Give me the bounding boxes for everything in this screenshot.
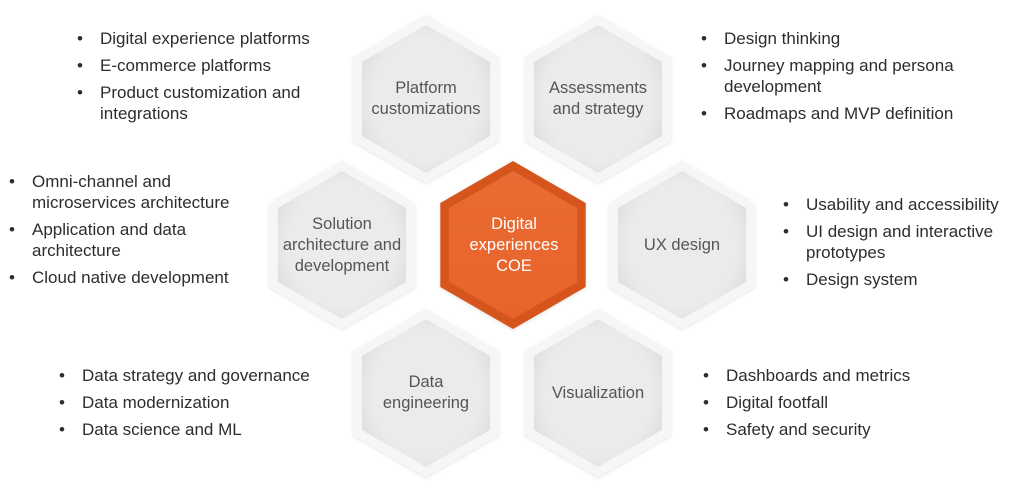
bullet-item: UI design and interactive prototypes (782, 221, 1022, 263)
bullet-item: Product customization and integrations (76, 82, 336, 124)
hex-visualization (533, 319, 663, 467)
hex-ux (617, 171, 747, 319)
bullet-item: Data strategy and governance (58, 365, 338, 386)
bullet-item: Journey mapping and persona development (700, 55, 980, 97)
hex-label-center: Digital experiences COE (469, 214, 559, 275)
bullet-item: Data science and ML (58, 419, 338, 440)
hex-label-data: Data engineering (382, 373, 470, 412)
bullet-item: Digital experience platforms (76, 28, 336, 49)
bullet-item: Safety and security (702, 419, 982, 440)
bullet-item: Data modernization (58, 392, 338, 413)
bullet-item: Usability and accessibility (782, 194, 1022, 215)
hex-center (448, 171, 578, 319)
bullet-item: Roadmaps and MVP definition (700, 103, 980, 124)
bullet-item: E-commerce platforms (76, 55, 336, 76)
bullet-item: Design system (782, 269, 1022, 290)
bullets-platform: Digital experience platforms E-commerce … (76, 28, 336, 130)
bullet-item: Cloud native development (8, 267, 256, 288)
hex-label-visualization: Visualization (551, 383, 645, 402)
bullet-item: Omni-channel and microservices architect… (8, 171, 256, 213)
bullet-item: Design thinking (700, 28, 980, 49)
hex-data (361, 319, 491, 467)
hex-label-assessments: Assessments and strategy (548, 79, 648, 118)
bullet-item: Dashboards and metrics (702, 365, 982, 386)
hex-platform (361, 25, 491, 173)
bullets-solution: Omni-channel and microservices architect… (8, 171, 256, 294)
hex-solution (277, 171, 407, 319)
bullet-item: Application and data architecture (8, 219, 256, 261)
hex-label-platform: Platform customizations (371, 79, 481, 118)
bullets-assessments: Design thinking Journey mapping and pers… (700, 28, 980, 130)
hex-label-ux: UX design (643, 235, 721, 254)
bullets-data: Data strategy and governance Data modern… (58, 365, 338, 446)
bullets-visualization: Dashboards and metrics Digital footfall … (702, 365, 982, 446)
bullet-item: Digital footfall (702, 392, 982, 413)
bullets-ux: Usability and accessibility UI design an… (782, 194, 1022, 296)
hex-label-solution: Solution architecture and development (282, 214, 402, 275)
hex-assessments (533, 25, 663, 173)
